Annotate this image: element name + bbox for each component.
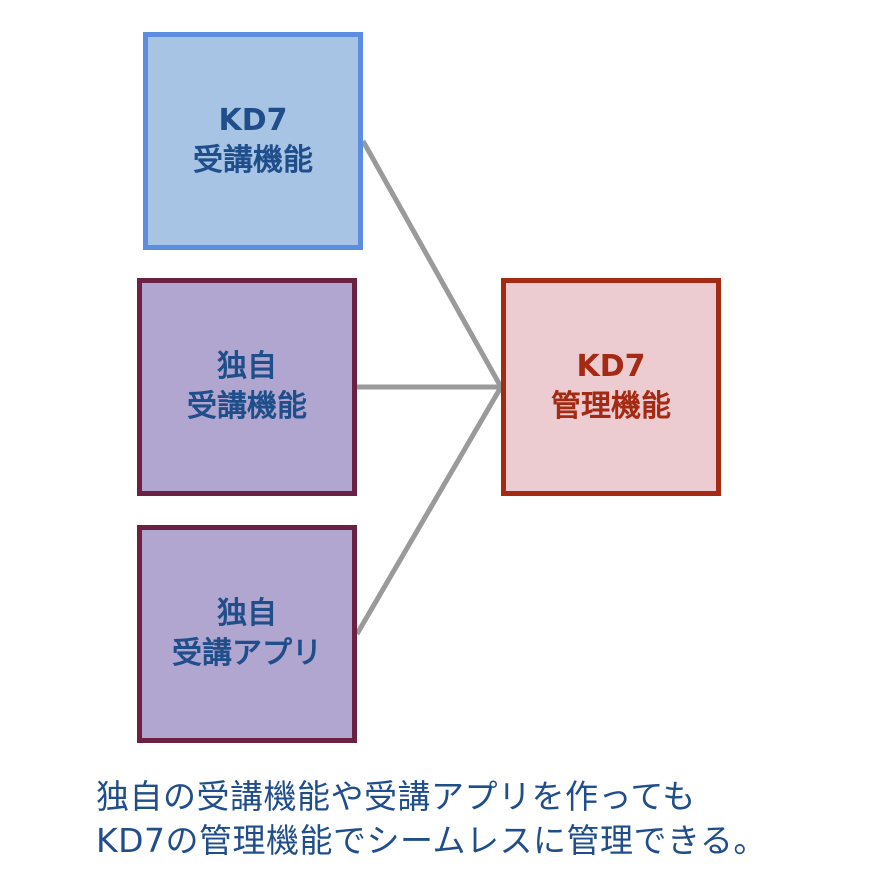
node-kd7-learning: KD7 受講機能 (143, 32, 363, 250)
caption-line1: 独自の受講機能や受講アプリを作っても (96, 777, 696, 816)
connector-own-app-to-admin (354, 385, 504, 636)
node-kd7-learning-line2: 受講機能 (193, 143, 313, 178)
node-own-learning: 独自 受講機能 (137, 278, 357, 496)
caption: 独自の受講機能や受講アプリを作っても KD7の管理機能でシームレスに管理できる。 (96, 775, 876, 863)
caption-line2: KD7の管理機能でシームレスに管理できる。 (96, 821, 767, 860)
node-own-learning-line1: 独自 (217, 349, 277, 384)
node-own-app-line2: 受講アプリ (172, 636, 322, 671)
node-own-app-line1: 独自 (217, 596, 277, 631)
node-kd7-admin: KD7 管理機能 (501, 278, 721, 496)
node-kd7-learning-line1: KD7 (218, 103, 288, 138)
node-own-learning-line2: 受講機能 (187, 389, 307, 424)
connector-kd7-learning-to-admin (360, 139, 504, 389)
node-kd7-admin-line2: 管理機能 (551, 389, 671, 424)
node-kd7-admin-line1: KD7 (576, 349, 646, 384)
node-own-app: 独自 受講アプリ (137, 525, 357, 743)
